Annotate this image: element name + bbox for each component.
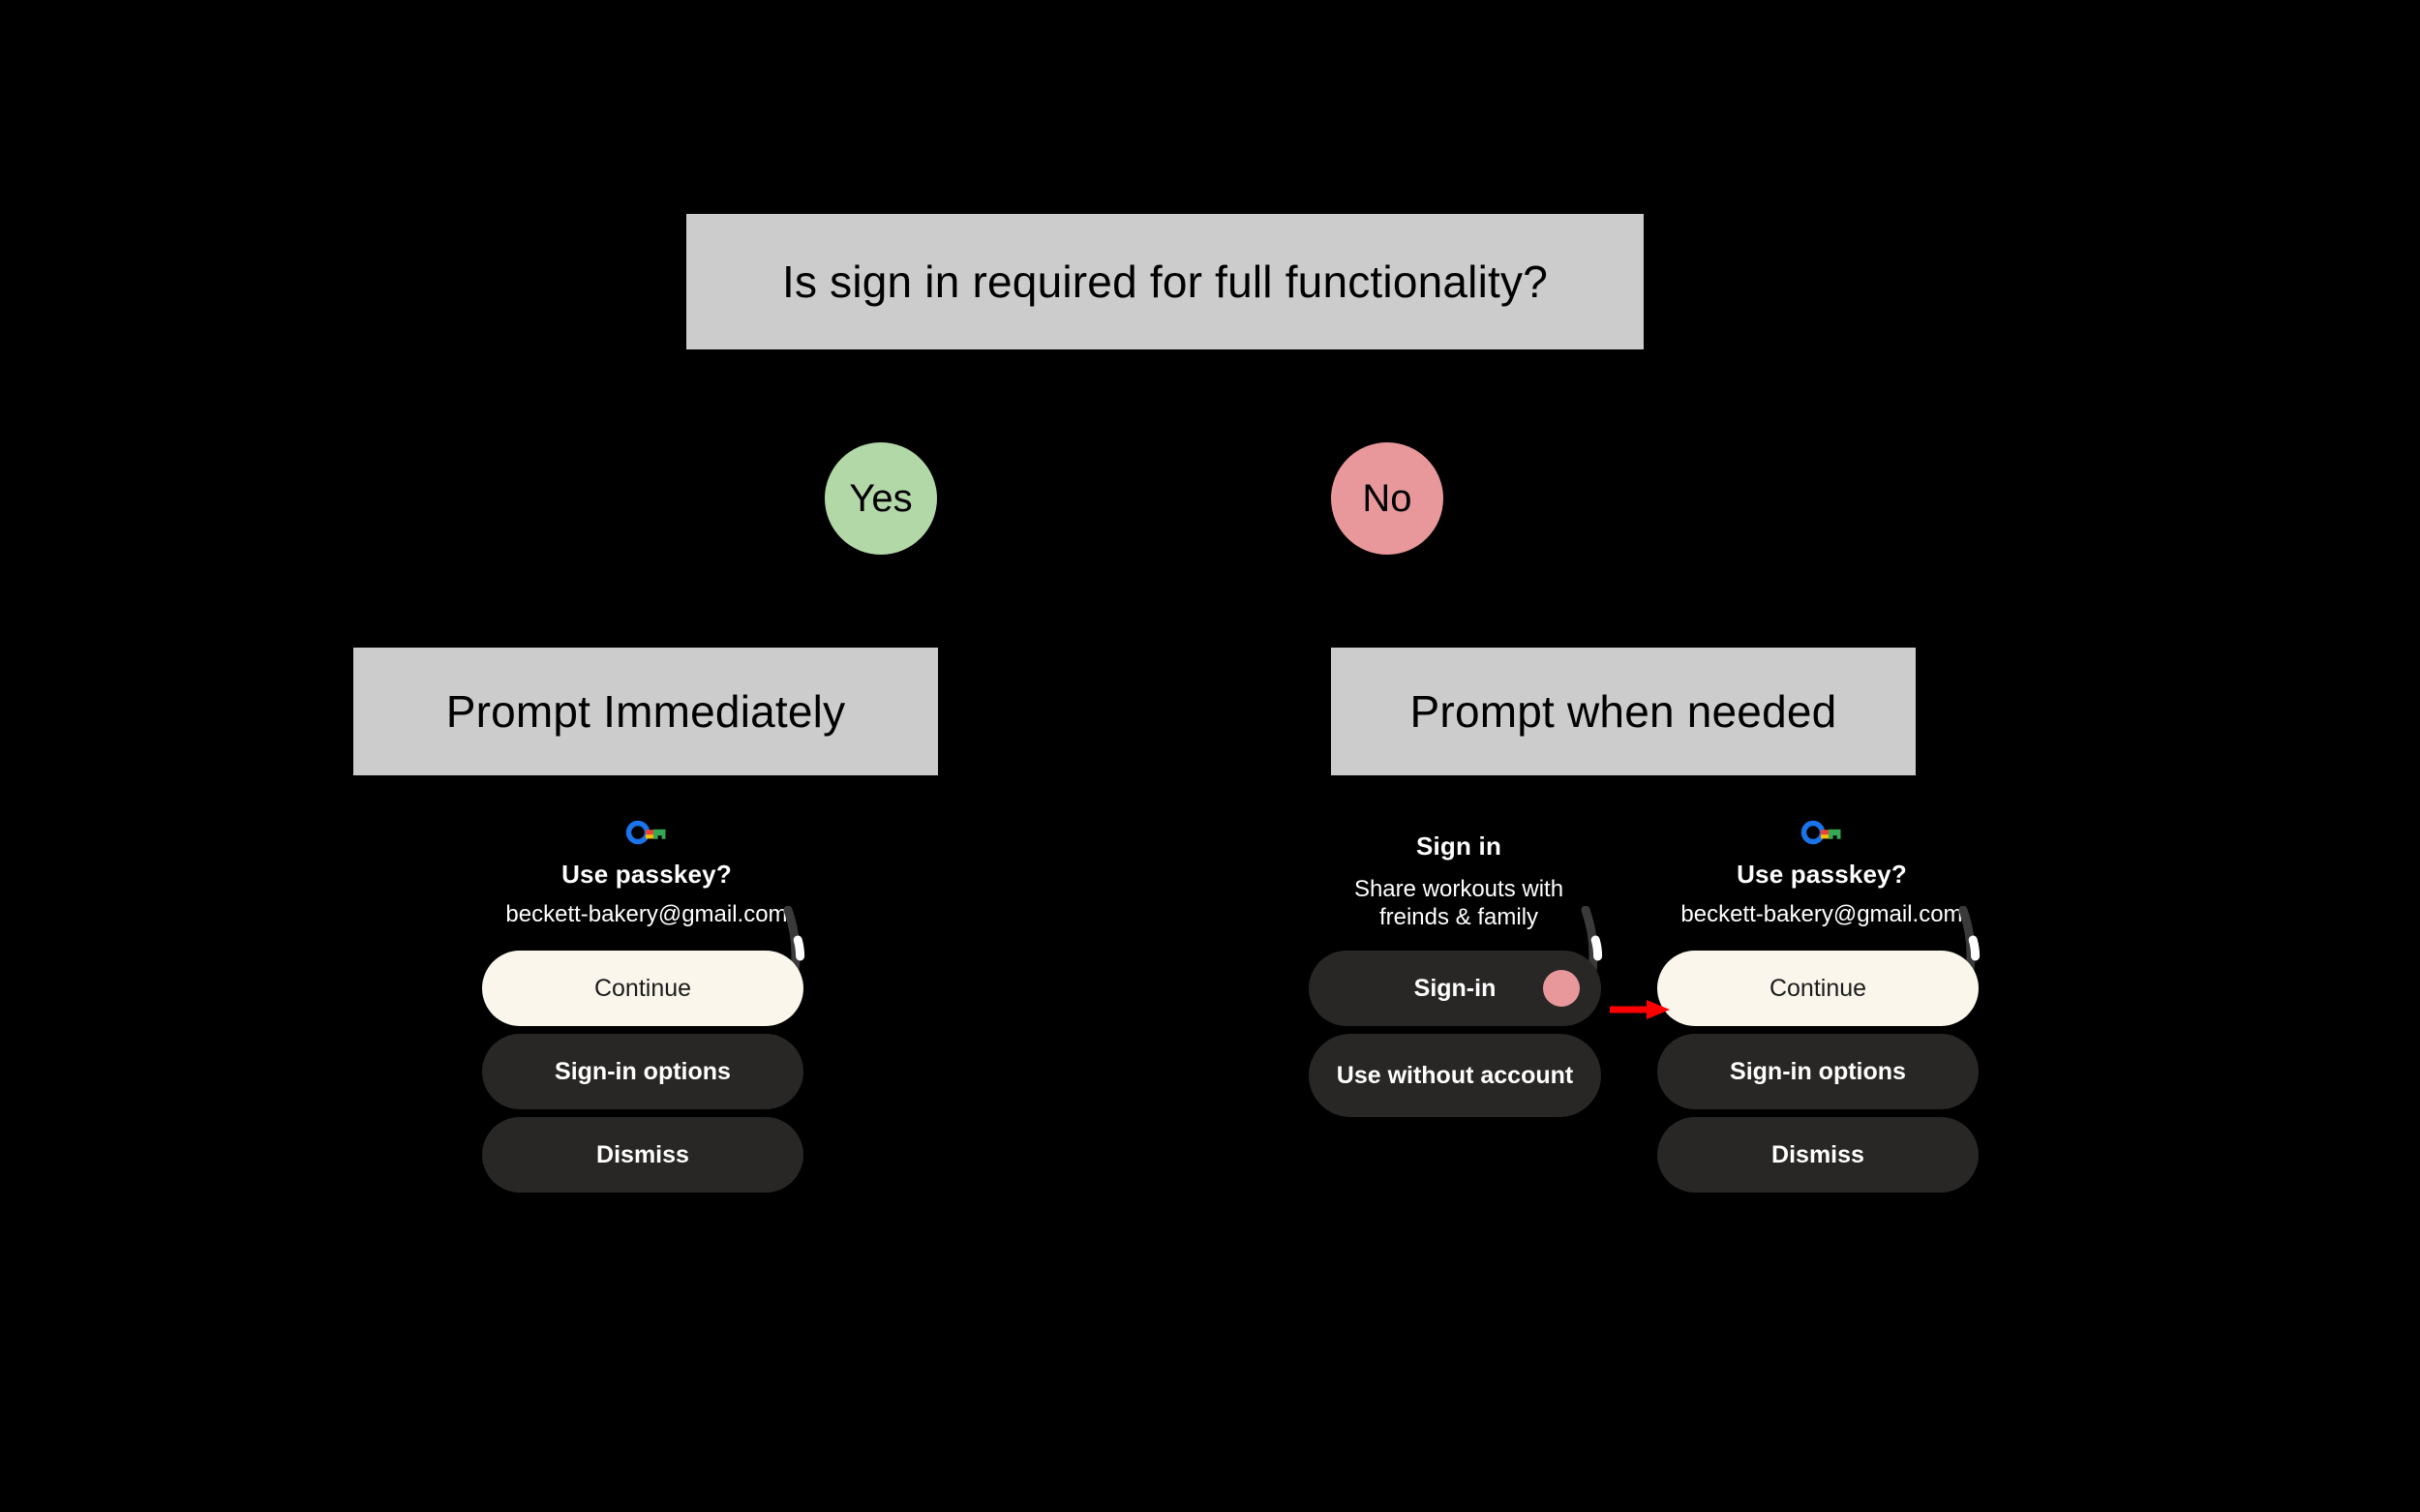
connector-stub-question-down bbox=[1161, 349, 1170, 357]
sign-in-options-button-label: Sign-in options bbox=[555, 1057, 731, 1085]
dismiss-button-label: Dismiss bbox=[1771, 1140, 1864, 1168]
dialog-account-email: beckett-bakery@gmail.com bbox=[1680, 901, 1963, 927]
sign-in-button[interactable]: Sign-in bbox=[1309, 951, 1601, 1026]
connector-stub-prompt-immediately-up bbox=[641, 640, 650, 648]
continue-button[interactable]: Continue bbox=[482, 951, 803, 1026]
google-passkey-icon bbox=[1800, 819, 1843, 846]
dialog-title: Use passkey? bbox=[1737, 860, 1907, 889]
sign-in-status-dot-icon bbox=[1543, 970, 1580, 1007]
continue-button[interactable]: Continue bbox=[1657, 951, 1979, 1026]
use-without-account-button[interactable]: Use without account bbox=[1309, 1034, 1601, 1117]
watch-mockup-left-passkey: Use passkey? beckett-bakery@gmail.com Co… bbox=[482, 809, 811, 1313]
sign-in-options-button[interactable]: Sign-in options bbox=[1657, 1034, 1979, 1109]
sign-in-options-button[interactable]: Sign-in options bbox=[482, 1034, 803, 1109]
decision-box-question: Is sign in required for full functionali… bbox=[686, 214, 1644, 349]
dialog-account-email: beckett-bakery@gmail.com bbox=[505, 901, 788, 927]
dialog-title: Use passkey? bbox=[561, 860, 732, 889]
watch-mockup-right-passkey: Use passkey? beckett-bakery@gmail.com Co… bbox=[1657, 809, 1986, 1313]
watch-mockup-middle-signin: Sign in Share workouts with freinds & fa… bbox=[1309, 809, 1609, 1235]
branch-label-yes: Yes bbox=[825, 442, 937, 555]
signin-dialog-subtitle: Share workouts with freinds & family bbox=[1353, 876, 1564, 931]
outcome-box-prompt-immediately: Prompt Immediately bbox=[353, 648, 938, 775]
google-passkey-icon bbox=[625, 819, 668, 846]
branch-label-no: No bbox=[1331, 442, 1443, 555]
use-without-account-button-label: Use without account bbox=[1336, 1061, 1574, 1089]
connector-stub-prompt-when-needed-up bbox=[1618, 640, 1628, 648]
signin-dialog-title: Sign in bbox=[1415, 832, 1502, 861]
sign-in-button-label: Sign-in bbox=[1413, 974, 1497, 1002]
outcome-box-prompt-when-needed: Prompt when needed bbox=[1331, 648, 1916, 775]
sign-in-options-button-label: Sign-in options bbox=[1730, 1057, 1906, 1085]
dismiss-button-label: Dismiss bbox=[596, 1140, 689, 1168]
dismiss-button[interactable]: Dismiss bbox=[482, 1117, 803, 1193]
continue-button-label: Continue bbox=[1769, 974, 1867, 1002]
red-arrow-icon bbox=[1610, 998, 1670, 1021]
dismiss-button[interactable]: Dismiss bbox=[1657, 1117, 1979, 1193]
continue-button-label: Continue bbox=[593, 974, 692, 1002]
